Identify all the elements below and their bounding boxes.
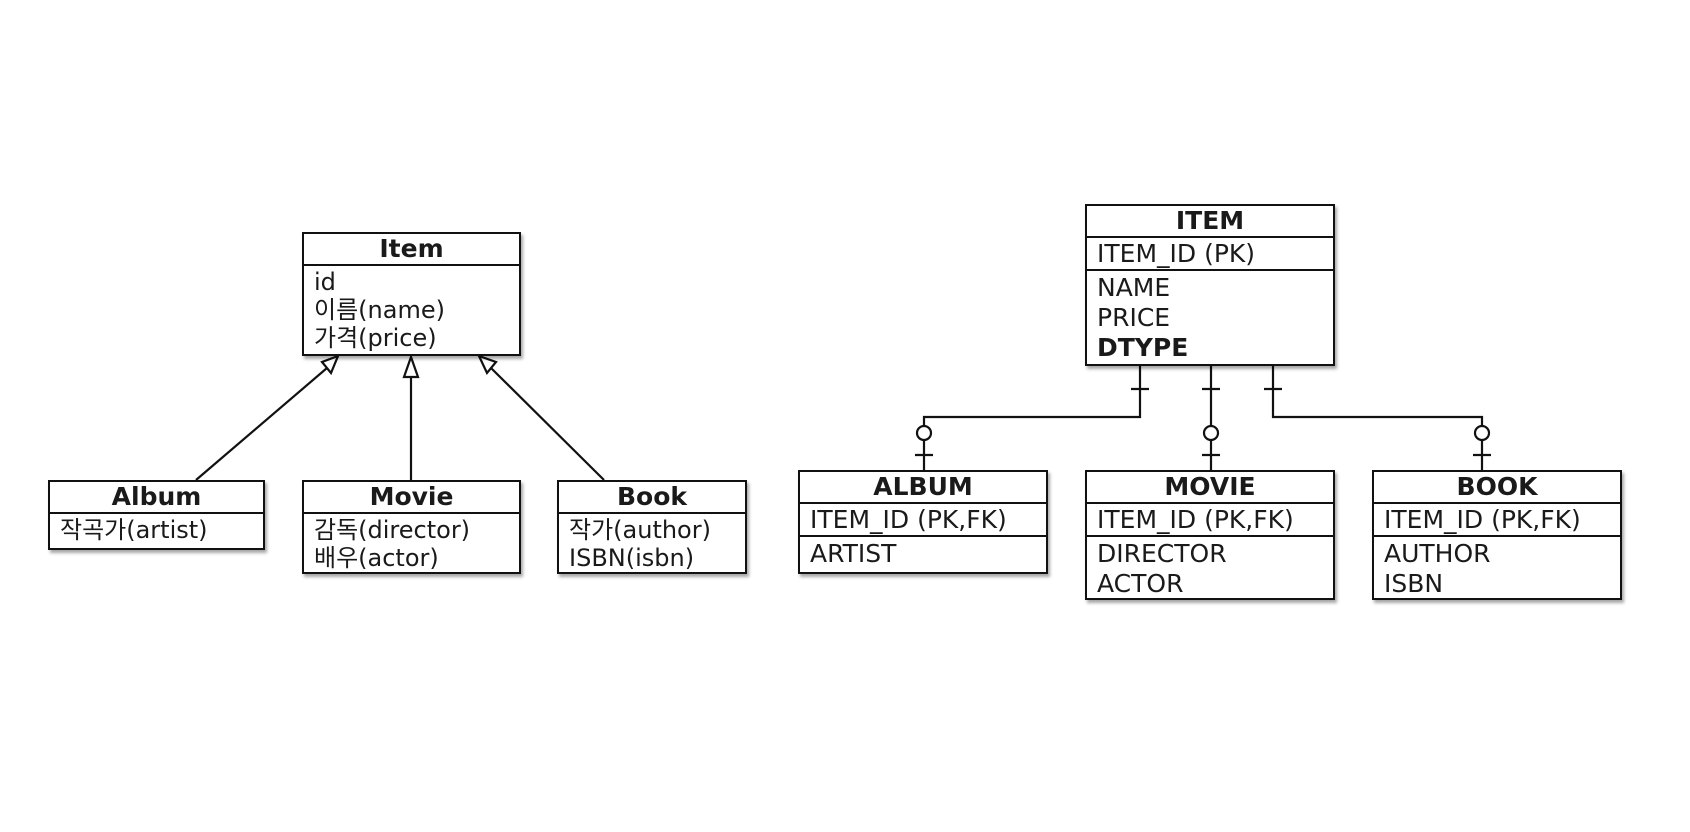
table-movie-title: MOVIE <box>1087 472 1333 504</box>
class-book-attributes: 작가(author) ISBN(isbn) <box>559 514 745 572</box>
table-movie-column: ACTOR <box>1097 569 1184 598</box>
class-item-attr: id <box>314 268 336 296</box>
class-item-box: Item id 이름(name) 가격(price) <box>302 232 521 356</box>
class-movie-title: Movie <box>304 482 519 514</box>
inheritance-arrow-book <box>476 354 498 376</box>
class-album-attr: 작곡가(artist) <box>60 516 208 544</box>
table-album-title: ALBUM <box>800 472 1046 504</box>
inheritance-line-album <box>195 367 328 481</box>
class-movie-attributes: 감독(director) 배우(actor) <box>304 514 519 572</box>
class-movie-attr: 배우(actor) <box>314 544 439 572</box>
table-movie-pk: ITEM_ID (PK,FK) <box>1087 504 1333 537</box>
inheritance-arrow-album <box>320 354 340 376</box>
class-item-attributes: id 이름(name) 가격(price) <box>304 266 519 352</box>
class-album-title: Album <box>50 482 263 514</box>
table-item-column: PRICE <box>1097 303 1171 332</box>
class-book-attr: 작가(author) <box>569 516 711 544</box>
table-book-title: BOOK <box>1374 472 1620 504</box>
table-movie-column: DIRECTOR <box>1097 539 1227 568</box>
table-book-box: BOOK ITEM_ID (PK,FK) AUTHOR ISBN <box>1372 470 1622 600</box>
table-album-pk: ITEM_ID (PK,FK) <box>800 504 1046 537</box>
table-book-column: AUTHOR <box>1384 539 1491 568</box>
table-album-box: ALBUM ITEM_ID (PK,FK) ARTIST <box>798 470 1048 574</box>
table-album-columns: ARTIST <box>800 537 1046 569</box>
class-movie-attr: 감독(director) <box>314 516 471 544</box>
table-item-discriminator: DTYPE <box>1097 333 1189 362</box>
class-book-attr: ISBN(isbn) <box>569 544 695 572</box>
table-book-column: ISBN <box>1384 569 1444 598</box>
table-item-box: ITEM ITEM_ID (PK) NAME PRICE DTYPE <box>1085 204 1335 366</box>
table-album-column: ARTIST <box>810 539 897 568</box>
table-item-title: ITEM <box>1087 206 1333 238</box>
table-item-columns: NAME PRICE DTYPE <box>1087 271 1333 363</box>
relation-line-album <box>922 366 1142 470</box>
class-book-box: Book 작가(author) ISBN(isbn) <box>557 480 747 574</box>
table-item-column: NAME <box>1097 273 1171 302</box>
inheritance-arrow-movie <box>402 353 420 379</box>
class-item-title: Item <box>304 234 519 266</box>
table-item-pk: ITEM_ID (PK) <box>1087 238 1333 271</box>
inheritance-line-book <box>490 367 605 481</box>
table-book-columns: AUTHOR ISBN <box>1374 537 1620 599</box>
table-movie-box: MOVIE ITEM_ID (PK,FK) DIRECTOR ACTOR <box>1085 470 1335 600</box>
class-item-attr: 가격(price) <box>314 324 437 352</box>
relation-line-book <box>1271 366 1484 470</box>
class-album-box: Album 작곡가(artist) <box>48 480 265 550</box>
class-album-attributes: 작곡가(artist) <box>50 514 263 544</box>
table-book-pk: ITEM_ID (PK,FK) <box>1374 504 1620 537</box>
class-book-title: Book <box>559 482 745 514</box>
class-movie-box: Movie 감독(director) 배우(actor) <box>302 480 521 574</box>
class-item-attr: 이름(name) <box>314 296 445 324</box>
table-movie-columns: DIRECTOR ACTOR <box>1087 537 1333 599</box>
